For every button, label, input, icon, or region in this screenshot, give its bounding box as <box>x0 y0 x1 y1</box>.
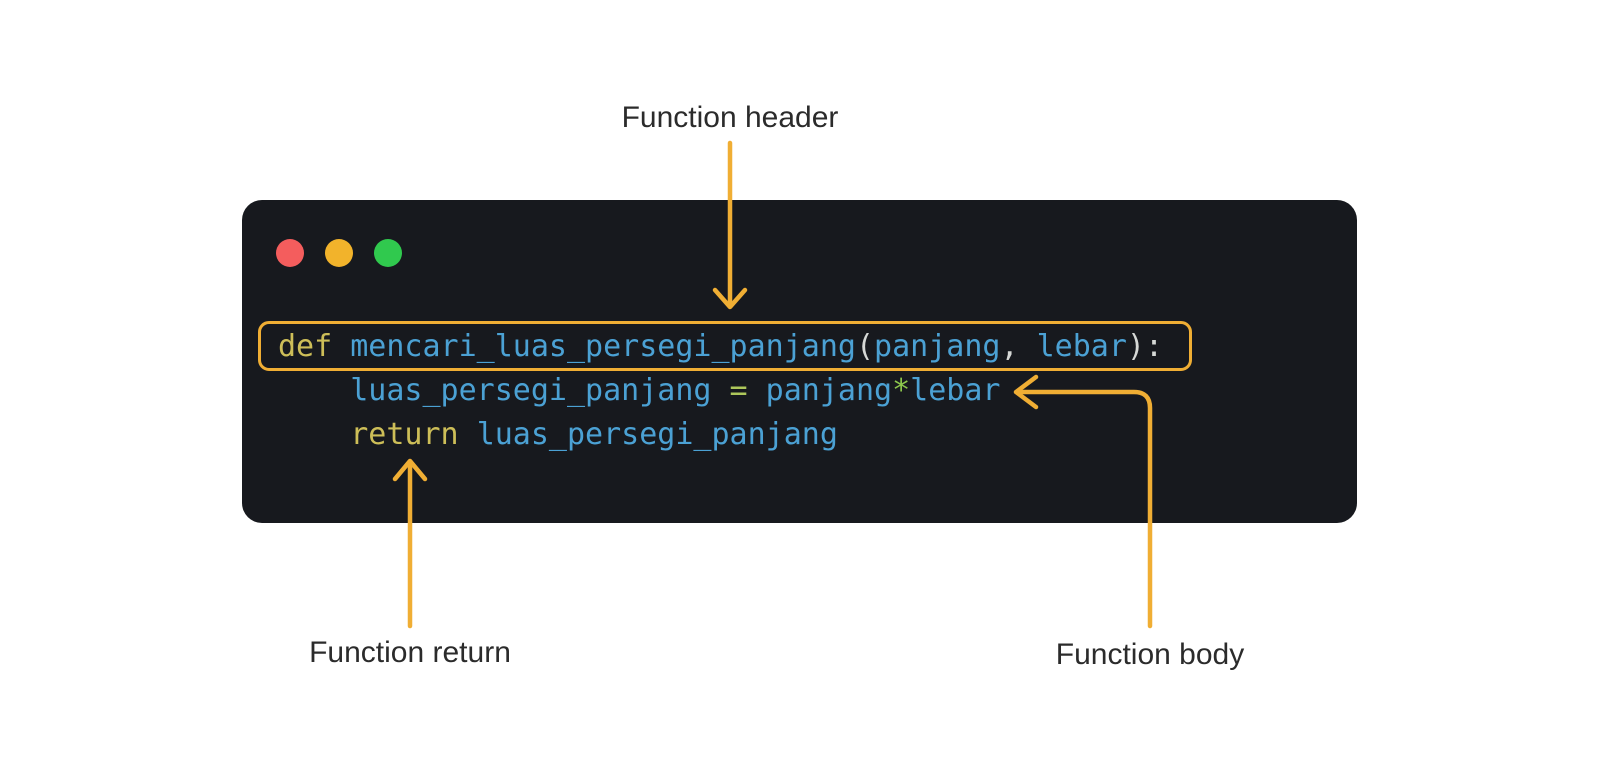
code-token: = <box>729 373 748 408</box>
code-line-function-header: def mencari_luas_persegi_panjang(panjang… <box>278 325 1163 369</box>
maximize-button-icon <box>374 239 402 267</box>
code-line-function-return: return luas_persegi_panjang <box>278 413 1163 457</box>
code-token: lebar <box>910 373 1001 408</box>
code-token: ): <box>1126 329 1164 364</box>
code-token <box>711 373 729 408</box>
code-token: , <box>1000 329 1037 364</box>
code-token <box>332 329 350 364</box>
code-line-function-body: luas_persegi_panjang = panjang*lebar <box>278 369 1163 413</box>
code-editor-window: def mencari_luas_persegi_panjang(panjang… <box>242 200 1357 523</box>
code-token: return <box>350 417 459 452</box>
function-body-label: Function body <box>1055 638 1245 671</box>
function-return-label: Function return <box>309 636 511 669</box>
code-token: ( <box>855 329 875 364</box>
code-block: def mencari_luas_persegi_panjang(panjang… <box>278 325 1163 457</box>
code-token: mencari_luas_persegi_panjang <box>350 329 856 364</box>
code-token: def <box>278 329 333 364</box>
code-token <box>278 373 350 408</box>
code-token: luas_persegi_panjang <box>350 373 712 408</box>
code-token: panjang <box>874 329 1001 364</box>
code-token: panjang <box>765 373 893 408</box>
close-button-icon <box>276 239 304 267</box>
window-controls <box>276 239 402 267</box>
code-token: * <box>892 373 911 408</box>
function-header-label: Function header <box>621 101 839 134</box>
code-token: lebar <box>1036 329 1127 364</box>
code-token <box>748 373 766 408</box>
code-token <box>459 417 477 452</box>
code-token <box>278 417 350 452</box>
minimize-button-icon <box>325 239 353 267</box>
code-token: luas_persegi_panjang <box>476 417 838 452</box>
